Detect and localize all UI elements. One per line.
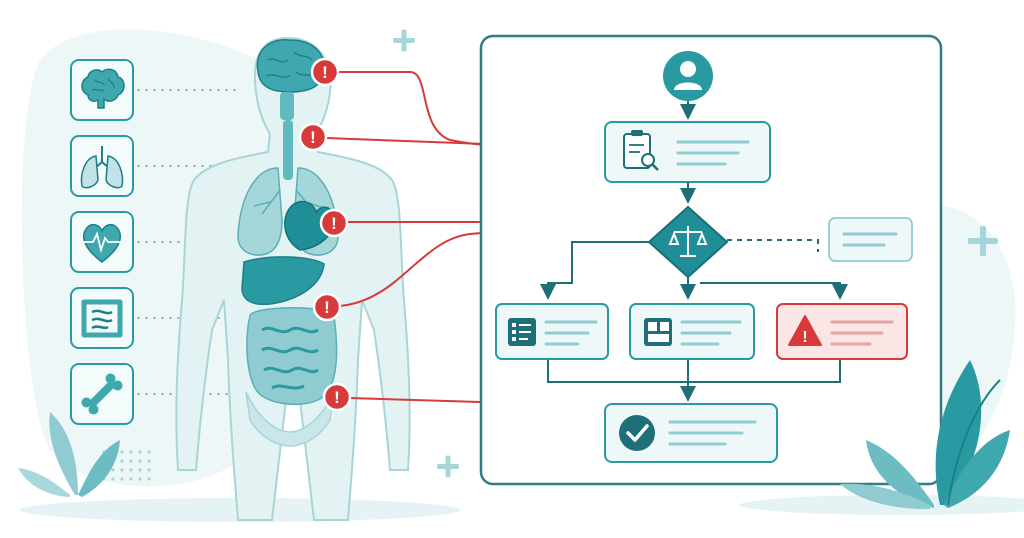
dot bbox=[147, 468, 151, 472]
leaf-icon bbox=[18, 412, 120, 497]
svg-text:!: ! bbox=[310, 128, 316, 147]
dot bbox=[129, 477, 133, 481]
branch-connectors bbox=[540, 241, 848, 402]
branch-card-grid bbox=[629, 303, 755, 360]
branch-card-checklist bbox=[495, 303, 609, 360]
dot bbox=[138, 477, 142, 481]
result-card bbox=[604, 403, 778, 463]
dot bbox=[129, 459, 133, 463]
lungs-icon bbox=[70, 135, 240, 197]
dot bbox=[147, 477, 151, 481]
svg-text:!: ! bbox=[331, 214, 337, 233]
alert-lungs: ! bbox=[298, 122, 328, 152]
checklist-icon bbox=[508, 318, 536, 346]
dot bbox=[138, 459, 142, 463]
note-card bbox=[828, 217, 913, 262]
alert-heart: ! bbox=[319, 208, 349, 238]
organ-brain bbox=[256, 39, 325, 120]
intestines-icon bbox=[70, 287, 240, 349]
organ-liver bbox=[241, 256, 325, 306]
plus-icon bbox=[437, 455, 459, 478]
alert-brain: ! bbox=[310, 57, 340, 87]
svg-text:!: ! bbox=[334, 388, 340, 407]
grid-icon bbox=[644, 318, 672, 346]
dot bbox=[138, 468, 142, 472]
branch-card-warning: ! bbox=[776, 303, 908, 360]
dot bbox=[120, 450, 124, 454]
bone-icon bbox=[70, 363, 240, 425]
svg-text:!: ! bbox=[324, 298, 330, 317]
leaf-icon bbox=[840, 360, 1010, 510]
dot bbox=[129, 468, 133, 472]
dot bbox=[120, 459, 124, 463]
dot bbox=[120, 477, 124, 481]
dot bbox=[129, 450, 133, 454]
dot bbox=[120, 468, 124, 472]
dot bbox=[147, 459, 151, 463]
flowchart-panel: ! bbox=[479, 34, 943, 486]
plus-icon bbox=[968, 226, 998, 256]
warning-icon: ! bbox=[788, 315, 822, 346]
review-card bbox=[604, 121, 771, 183]
svg-text:!: ! bbox=[322, 63, 328, 82]
scales-icon bbox=[668, 226, 708, 257]
plus-icon bbox=[393, 29, 415, 52]
dot bbox=[147, 450, 151, 454]
heart-icon bbox=[70, 211, 240, 273]
dot bbox=[111, 477, 115, 481]
clipboard-search-icon bbox=[623, 130, 659, 171]
checkmark-icon bbox=[619, 415, 655, 451]
alert-intestines: ! bbox=[322, 382, 352, 412]
organ-intestines bbox=[246, 307, 338, 406]
alert-liver: ! bbox=[312, 292, 342, 322]
dot bbox=[111, 468, 115, 472]
dot bbox=[138, 450, 142, 454]
organ-icon-column bbox=[70, 59, 240, 425]
organ-trachea bbox=[283, 120, 293, 180]
brain-icon bbox=[70, 59, 240, 121]
svg-text:!: ! bbox=[802, 329, 807, 346]
user-icon bbox=[663, 51, 713, 101]
